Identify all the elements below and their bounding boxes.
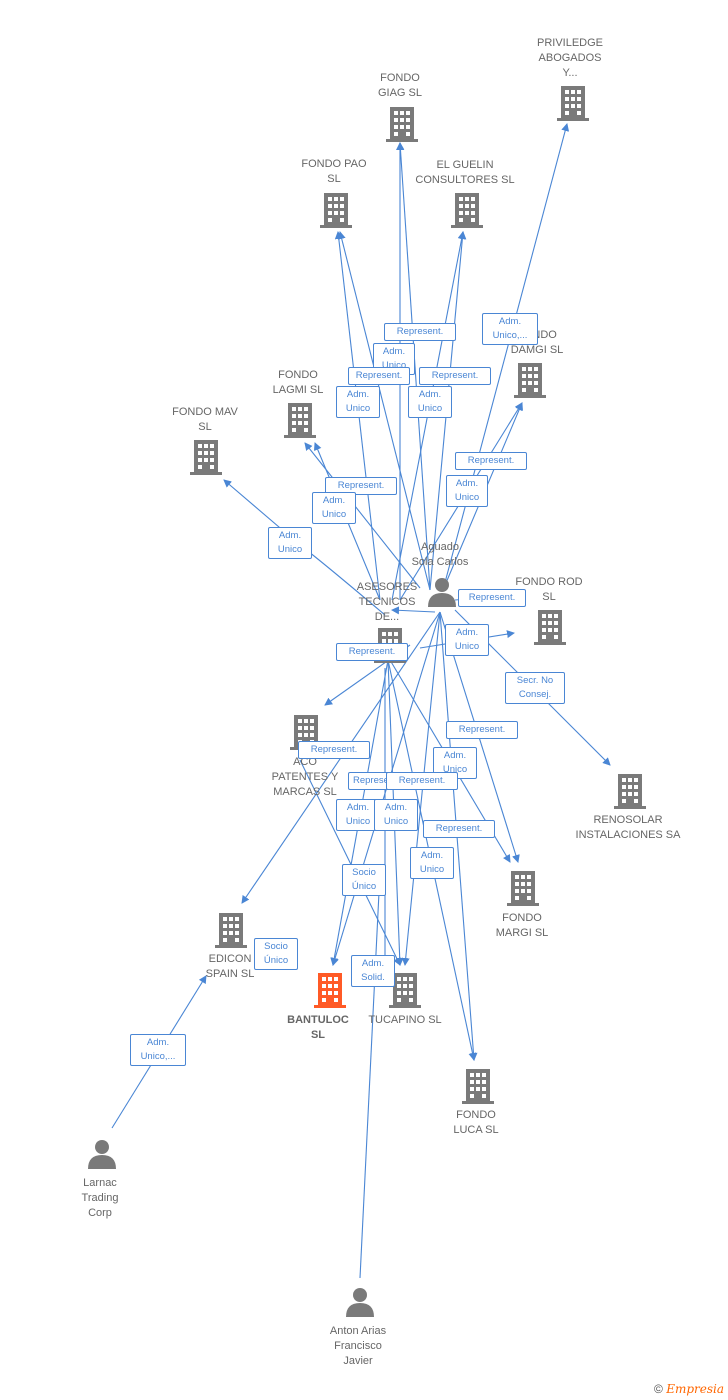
brand-logo: Empresia xyxy=(666,1382,724,1396)
node-label-priviledge[interactable]: PRIVILEDGE ABOGADOS Y... xyxy=(536,37,604,79)
edge-label: Represent. xyxy=(455,452,527,470)
node-label-margi[interactable]: FONDO MARGI SL xyxy=(495,912,549,939)
node-label-guelin[interactable]: EL GUELIN CONSULTORES SL xyxy=(415,159,515,186)
edge-label: Adm. Unico xyxy=(312,492,356,524)
edge-label: Adm. Solid. xyxy=(351,955,395,987)
edge-label: Adm. Unico xyxy=(445,624,489,656)
edge-label: Represent. xyxy=(423,820,495,838)
building-icon-lagmi[interactable] xyxy=(284,403,316,438)
edge-label: Adm. Unico xyxy=(408,386,452,418)
edge-label: Represent. xyxy=(348,367,410,385)
building-icon-mav[interactable] xyxy=(190,440,222,475)
node-label-edicon[interactable]: EDICON SPAIN SL xyxy=(205,953,255,980)
node-label-tucapino[interactable]: TUCAPINO SL xyxy=(368,1014,442,1026)
node-label-asesores[interactable]: ASESORES TECNICOS DE... xyxy=(356,581,418,623)
node-label-pao[interactable]: FONDO PAO SL xyxy=(301,158,367,185)
edge-label: Represent. xyxy=(446,721,518,739)
edge-label: Socio Único xyxy=(342,864,386,896)
building-icon-pao[interactable] xyxy=(320,193,352,228)
building-icon-damgi[interactable] xyxy=(514,363,546,398)
edge-label: Represent. xyxy=(458,589,526,607)
edge-label: Adm. Unico xyxy=(336,386,380,418)
building-icon-luca[interactable] xyxy=(462,1069,494,1104)
edge-label: Represent. xyxy=(386,772,458,790)
edge-label: Represent. xyxy=(419,367,491,385)
node-label-larnac[interactable]: Larnac Trading Corp xyxy=(81,1177,119,1219)
copyright-icon: © xyxy=(654,1382,663,1396)
node-label-bantuloc[interactable]: BANTULOC SL xyxy=(287,1014,349,1041)
footer-brand[interactable]: © Empresia xyxy=(654,1382,724,1396)
edge-label: Socio Único xyxy=(254,938,298,970)
building-icon-margi[interactable] xyxy=(507,871,539,906)
node-label-anton[interactable]: Anton Arias Francisco Javier xyxy=(329,1325,387,1367)
edge-label: Adm. Unico xyxy=(336,799,380,831)
node-label-lagmi[interactable]: FONDO LAGMI SL xyxy=(272,369,324,396)
node-label-mav[interactable]: FONDO MAV SL xyxy=(172,406,238,433)
person-icon-larnac[interactable] xyxy=(88,1140,116,1169)
edge-label: Adm. Unico xyxy=(374,799,418,831)
edge-label: Represent. xyxy=(325,477,397,495)
node-label-aco[interactable]: ACO PATENTES Y MARCAS SL xyxy=(271,756,339,798)
node-label-renosolar[interactable]: RENOSOLAR INSTALACIONES SA xyxy=(575,814,681,841)
node-label-giag[interactable]: FONDO GIAG SL xyxy=(377,72,423,99)
node-label-luca[interactable]: FONDO LUCA SL xyxy=(453,1109,499,1136)
edge-label: Adm. Unico xyxy=(446,475,488,507)
edge-label: Represent. xyxy=(298,741,370,759)
edge-label: Secr. No Consej. xyxy=(505,672,565,704)
node-label-aguado[interactable]: Aguado Sola Carlos xyxy=(411,541,469,568)
person-icon-anton[interactable] xyxy=(346,1288,374,1317)
building-icon-edicon[interactable] xyxy=(215,913,247,948)
edge-label: Adm. Unico,... xyxy=(130,1034,186,1066)
building-icon-giag[interactable] xyxy=(386,107,418,142)
building-icon-renosolar[interactable] xyxy=(614,774,646,809)
edge-label: Adm. Unico xyxy=(410,847,454,879)
edge-label: Represent. xyxy=(384,323,456,341)
building-icon-bantuloc[interactable] xyxy=(314,973,346,1008)
edge-label: Adm. Unico,... xyxy=(482,313,538,345)
node-label-rod[interactable]: FONDO ROD SL xyxy=(515,576,583,603)
edge-label: Adm. Unico xyxy=(268,527,312,559)
building-icon-guelin[interactable] xyxy=(451,193,483,228)
building-icon-priviledge[interactable] xyxy=(557,86,589,121)
edge-label: Represent. xyxy=(336,643,408,661)
building-icon-rod[interactable] xyxy=(534,610,566,645)
